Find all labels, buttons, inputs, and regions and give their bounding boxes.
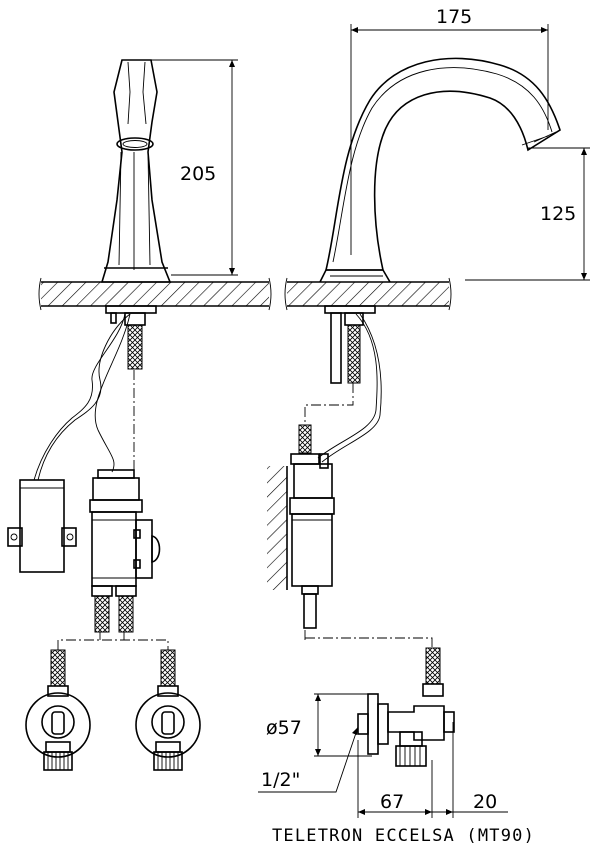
dimension-lines xyxy=(143,24,590,818)
control-box xyxy=(7,479,77,573)
dim-thread: 1/2" xyxy=(261,769,300,791)
drawing-title: TELETRON ECCELSA (MT90) xyxy=(272,826,536,846)
solenoid-valve-side xyxy=(267,424,335,629)
dim-diameter: ø57 xyxy=(266,717,302,739)
dim-depth-a: 67 xyxy=(380,791,404,813)
solenoid-valve-front xyxy=(89,469,161,633)
dim-spout-reach: 175 xyxy=(436,6,472,28)
dim-faucet-height: 205 xyxy=(180,163,216,185)
faucet-side-view xyxy=(319,57,561,384)
angle-valve-right xyxy=(135,649,201,771)
worktop-left xyxy=(38,277,272,311)
faucet-front-view xyxy=(100,59,172,370)
dim-depth-b: 20 xyxy=(473,791,497,813)
cables xyxy=(33,313,433,650)
angle-valve-left xyxy=(25,649,91,771)
angle-valve-side xyxy=(357,647,455,767)
worktop-right xyxy=(284,277,452,311)
dim-spout-height: 125 xyxy=(540,203,576,225)
